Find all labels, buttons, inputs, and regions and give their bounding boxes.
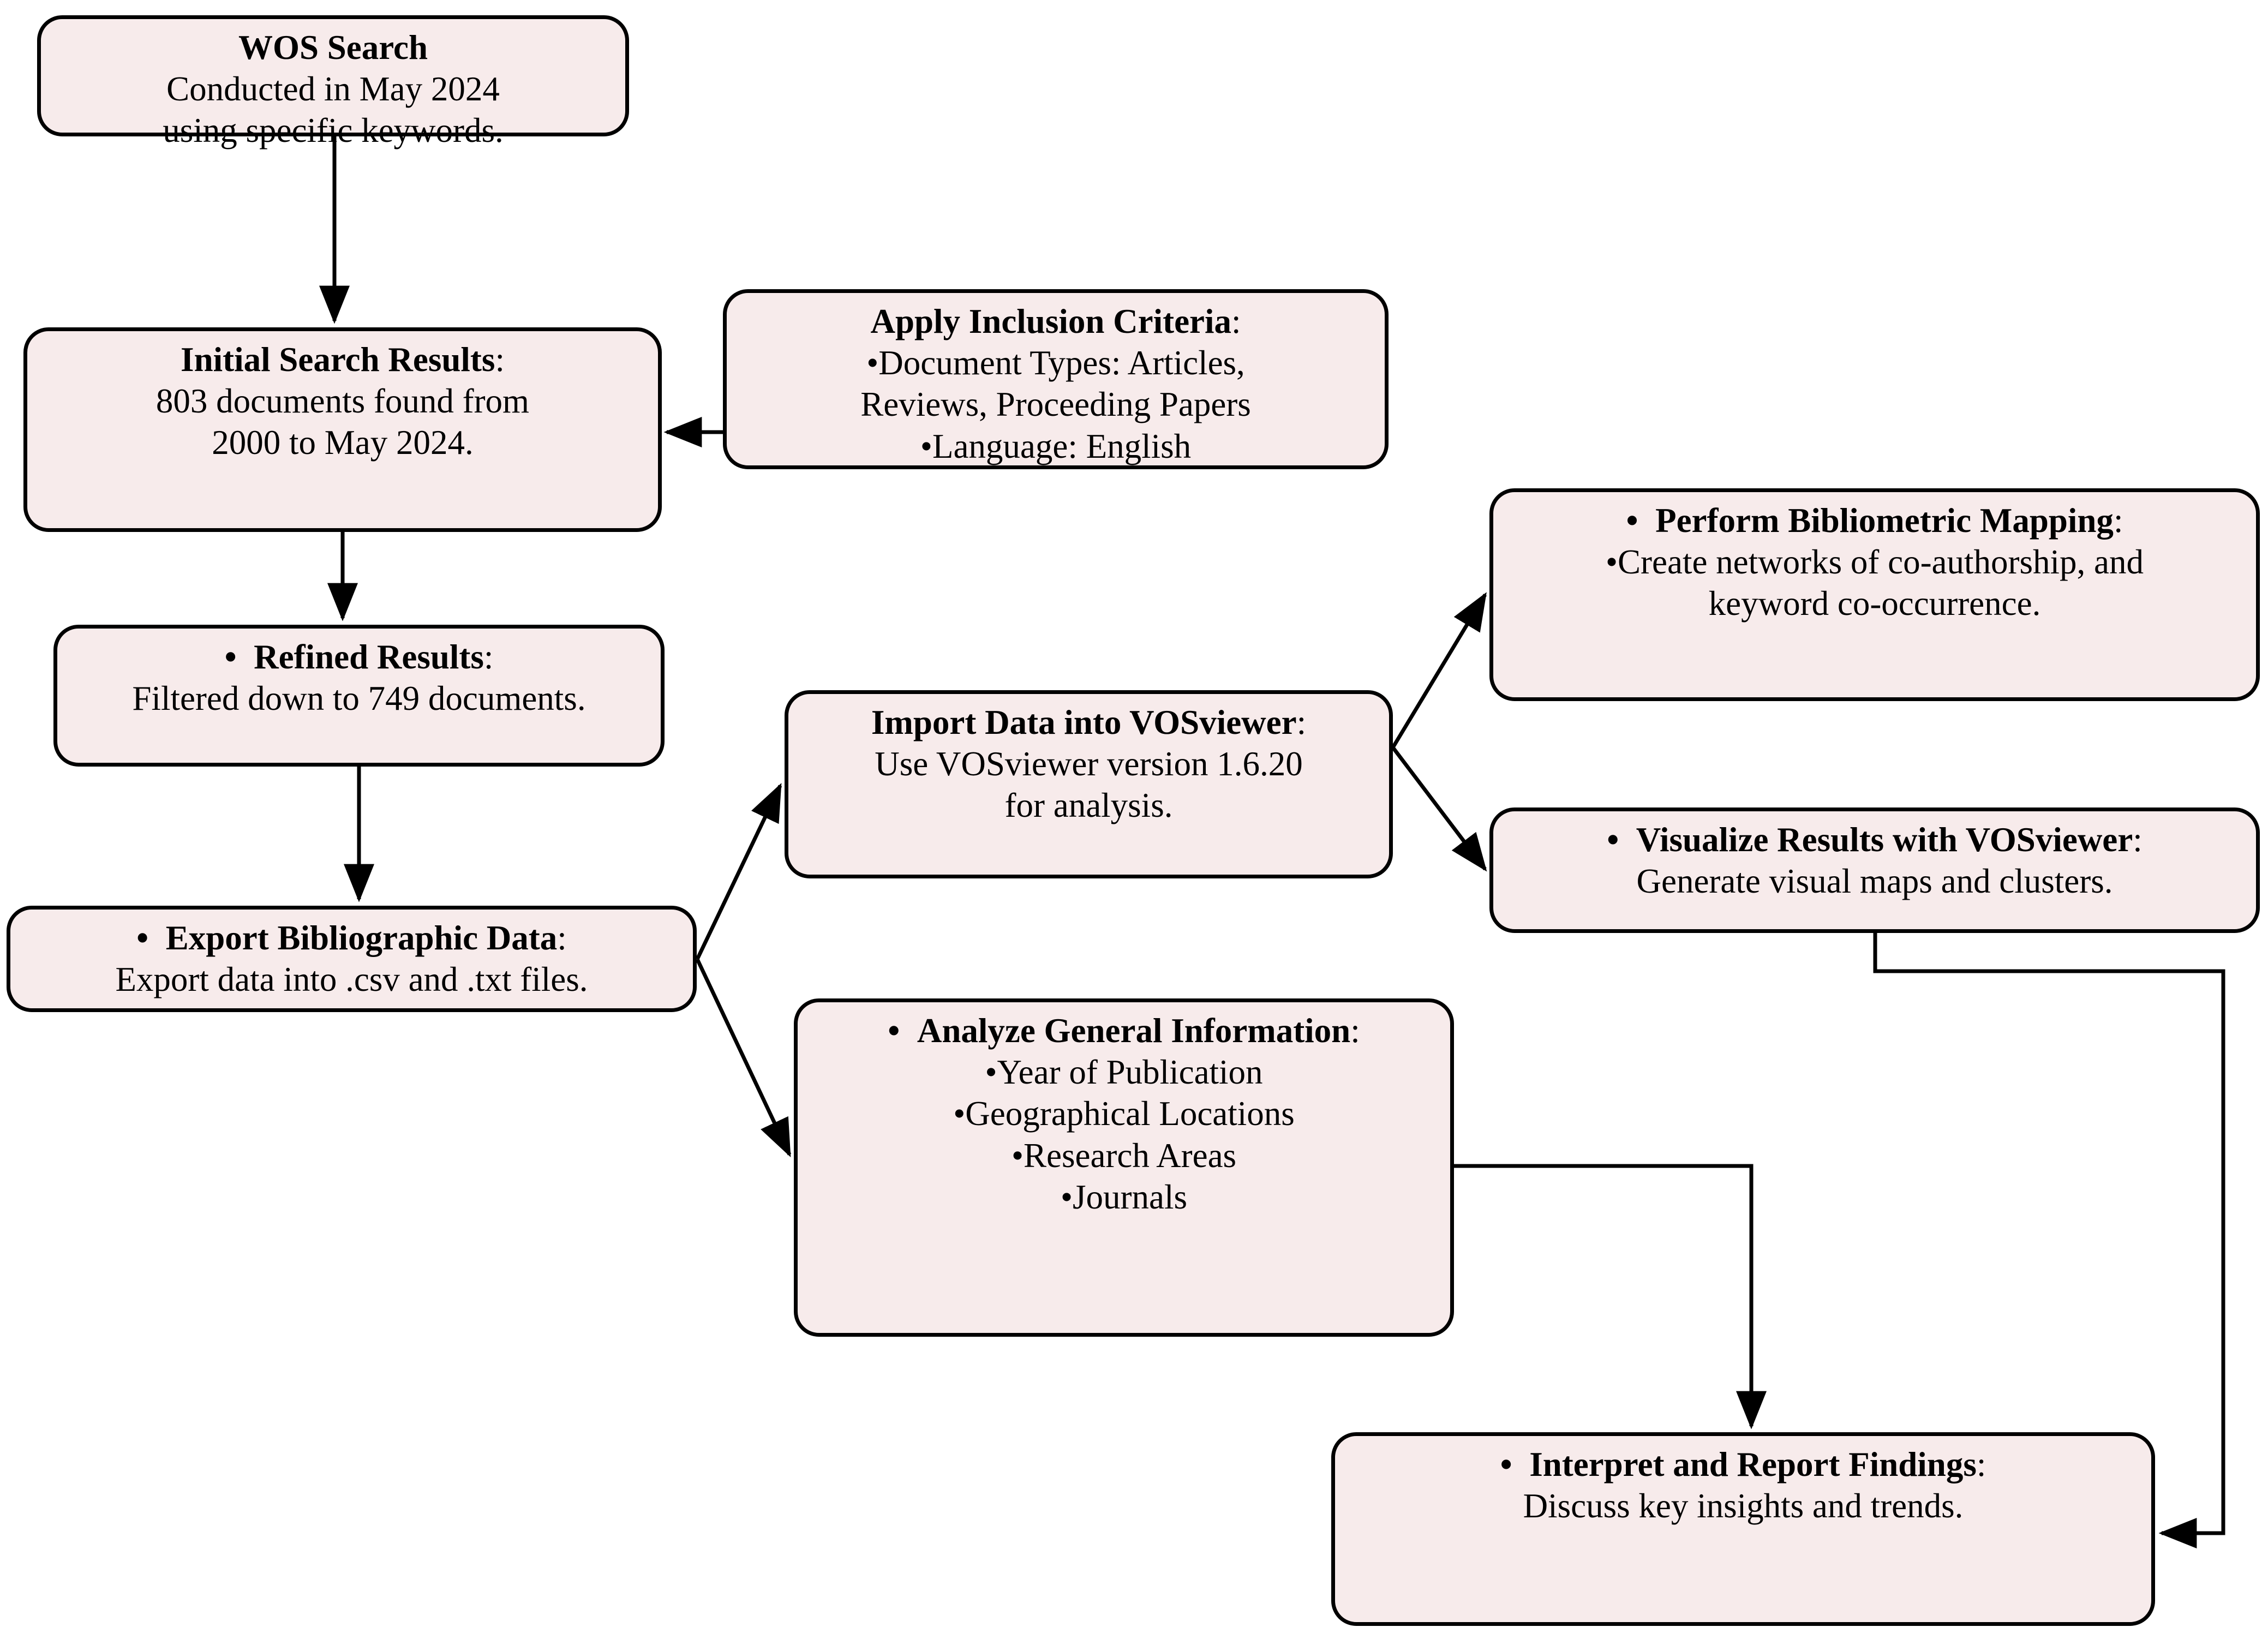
visualize-title-colon: :	[2133, 821, 2143, 859]
interpret-title-row: • Interpret and Report Findings:	[1500, 1444, 1986, 1485]
inclusion-criteria-bullet-2: •Language: English	[920, 427, 1192, 465]
mapping-bullet-icon: •	[1626, 501, 1638, 540]
node-interpret-report-findings[interactable]: • Interpret and Report Findings: Discuss…	[1331, 1432, 2155, 1626]
node-export-bibliographic-data[interactable]: • Export Bibliographic Data: Export data…	[7, 906, 697, 1012]
analyze-title: Analyze General Information	[917, 1012, 1351, 1050]
analyze-item-4: •Journals	[1060, 1177, 1188, 1216]
import-vosviewer-line-2: Use VOSviewer version 1.6.20	[875, 745, 1303, 783]
import-vosviewer-title-row: Import Data into VOSviewer:	[871, 702, 1306, 743]
visualize-title-row: • Visualize Results with VOSviewer:	[1607, 819, 2143, 860]
export-data-title-row: • Export Bibliographic Data:	[136, 917, 567, 959]
interpret-bullet-icon: •	[1500, 1445, 1512, 1484]
export-data-bullet-icon: •	[136, 919, 149, 957]
initial-results-title-colon: :	[495, 340, 505, 379]
mapping-title: Perform Bibliometric Mapping	[1655, 501, 2114, 540]
import-vosviewer-title: Import Data into VOSviewer	[871, 703, 1297, 741]
mapping-title-row: • Perform Bibliometric Mapping:	[1626, 500, 2123, 541]
export-data-title-colon: :	[557, 919, 567, 957]
node-visualize-results-vosviewer[interactable]: • Visualize Results with VOSviewer: Gene…	[1489, 807, 2260, 933]
edge-export-to-import	[695, 782, 782, 960]
visualize-title: Visualize Results with VOSviewer	[1636, 821, 2133, 859]
refined-results-line-2: Filtered down to 749 documents.	[132, 679, 586, 718]
node-import-data-vosviewer[interactable]: Import Data into VOSviewer: Use VOSviewe…	[785, 690, 1393, 878]
mapping-line-3: keyword co-occurrence.	[1708, 584, 2041, 623]
refined-results-title: Refined Results	[254, 638, 484, 676]
node-refined-results[interactable]: • Refined Results: Filtered down to 749 …	[53, 625, 665, 767]
visualize-bullet-icon: •	[1607, 821, 1619, 859]
node-wos-search[interactable]: WOS Search Conducted in May 2024 using s…	[37, 15, 629, 149]
analyze-item-1: •Year of Publication	[985, 1053, 1263, 1092]
export-data-line-2: Export data into .csv and .txt files.	[115, 960, 588, 999]
interpret-title: Interpret and Report Findings	[1529, 1445, 1977, 1484]
initial-results-line-3: 2000 to May 2024.	[212, 423, 474, 462]
initial-results-line-2: 803 documents found from	[155, 382, 530, 421]
inclusion-criteria-bullet-1b: Reviews, Proceeding Papers	[860, 385, 1251, 424]
wos-search-line-2: Conducted in May 2024	[166, 70, 500, 109]
interpret-title-colon: :	[1976, 1445, 1986, 1484]
import-vosviewer-title-colon: :	[1296, 703, 1307, 741]
visualize-line-2: Generate visual maps and clusters.	[1636, 862, 2113, 901]
edge-export-to-analyze	[695, 958, 792, 1158]
analyze-item-3: •Research Areas	[1011, 1136, 1237, 1175]
analyze-bullet-icon: •	[888, 1012, 900, 1050]
node-analyze-general-information[interactable]: • Analyze General Information: •Year of …	[794, 998, 1454, 1337]
edge-import-to-mapping	[1391, 592, 1487, 749]
refined-results-title-colon: :	[483, 638, 494, 676]
node-initial-search-results[interactable]: Initial Search Results: 803 documents fo…	[23, 327, 662, 532]
initial-results-title-row: Initial Search Results:	[181, 339, 505, 380]
wos-search-line-3: using specific keywords.	[163, 111, 504, 150]
edge-analyze-to-interpret	[1454, 1164, 1767, 1429]
inclusion-criteria-title-row: Apply Inclusion Criteria:	[870, 301, 1241, 342]
mapping-line-2: •Create networks of co-authorship, and	[1605, 543, 2144, 582]
import-vosviewer-line-3: for analysis.	[1004, 786, 1173, 825]
edge-import-to-visualize	[1391, 746, 1487, 872]
interpret-line-2: Discuss key insights and trends.	[1523, 1487, 1964, 1526]
export-data-title: Export Bibliographic Data	[165, 919, 558, 957]
inclusion-criteria-bullet-1a: •Document Types: Articles,	[866, 344, 1245, 382]
inclusion-criteria-title-colon: :	[1231, 302, 1241, 340]
analyze-item-2: •Geographical Locations	[953, 1094, 1295, 1133]
analyze-title-colon: :	[1350, 1012, 1360, 1050]
node-apply-inclusion-criteria[interactable]: Apply Inclusion Criteria: •Document Type…	[723, 289, 1389, 469]
refined-results-bullet-icon: •	[224, 638, 237, 676]
initial-results-title: Initial Search Results	[181, 340, 495, 379]
inclusion-criteria-title: Apply Inclusion Criteria	[870, 302, 1232, 340]
analyze-title-row: • Analyze General Information:	[888, 1010, 1360, 1051]
mapping-title-colon: :	[2113, 501, 2123, 540]
refined-results-title-row: • Refined Results:	[225, 636, 494, 678]
node-perform-bibliometric-mapping[interactable]: • Perform Bibliometric Mapping: •Create …	[1489, 488, 2260, 701]
wos-search-title: WOS Search	[238, 28, 428, 67]
